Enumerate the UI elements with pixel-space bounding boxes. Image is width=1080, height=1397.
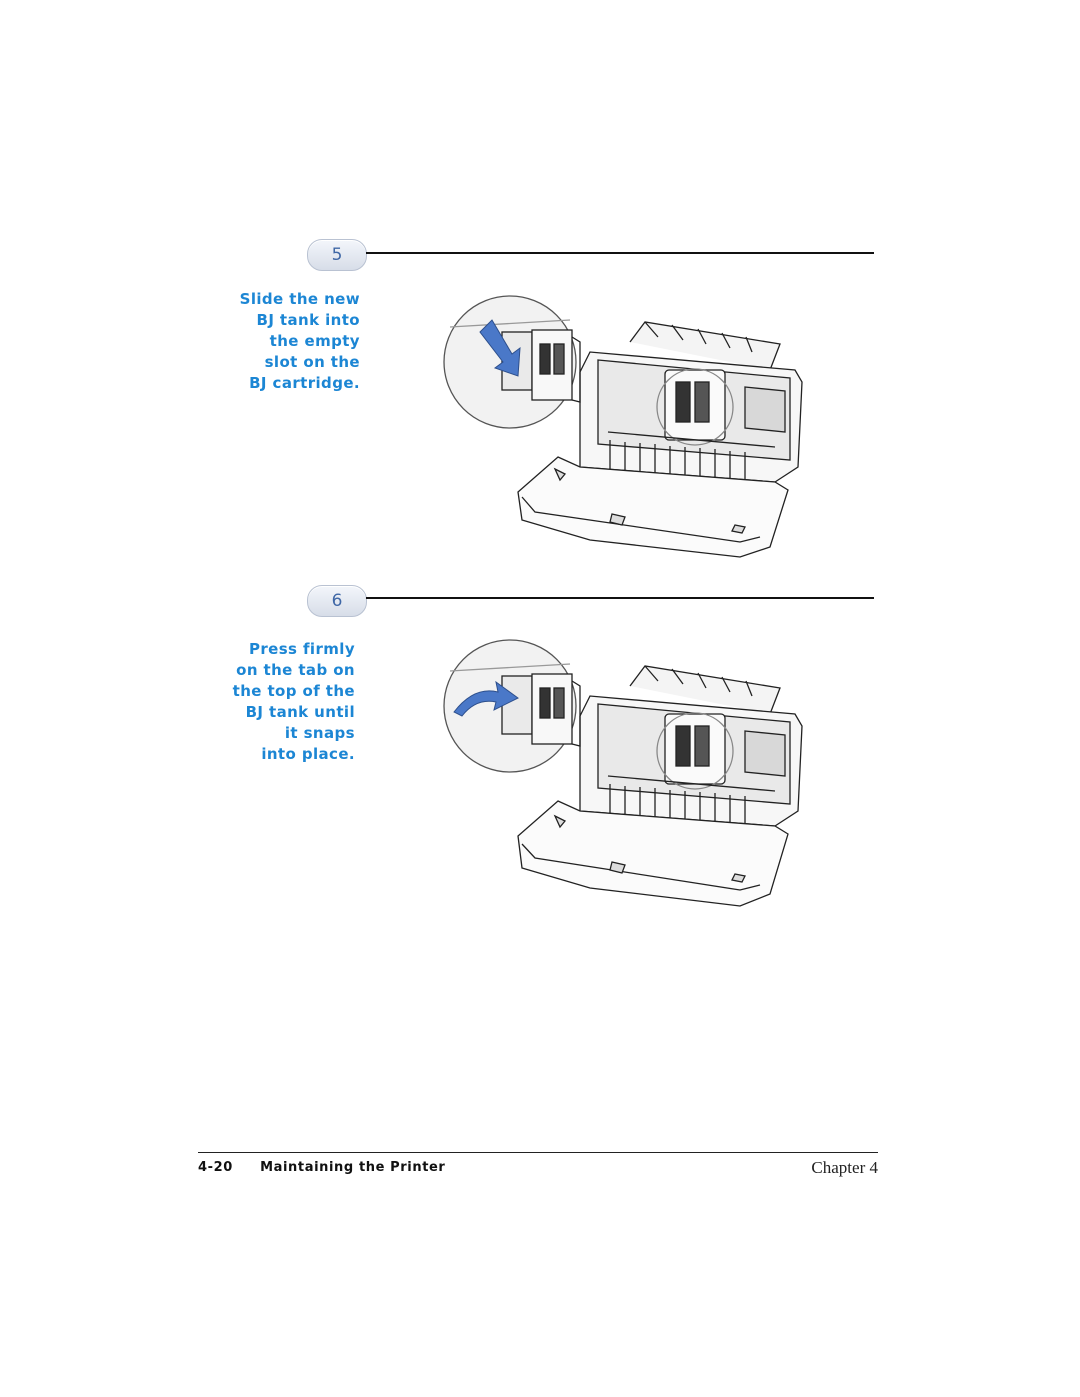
instruction-line: it snaps xyxy=(284,724,355,742)
step-number-badge: 6 xyxy=(307,585,367,617)
instruction-line: Slide the new xyxy=(239,290,360,308)
footer-rule xyxy=(198,1152,878,1153)
instruction-line: on the tab on xyxy=(236,661,355,679)
footer-running-head: 4-20 Maintaining the Printer xyxy=(198,1160,445,1175)
printer-illustration-snap-tank xyxy=(443,639,803,907)
instruction-line: the top of the xyxy=(232,682,355,700)
step-divider-rule xyxy=(366,252,874,254)
instruction-line: BJ tank until xyxy=(245,703,355,721)
instruction-line: the empty xyxy=(269,332,360,350)
printer-illustration-insert-tank xyxy=(443,295,803,558)
step-instruction: Press firmly on the tab on the top of th… xyxy=(233,639,355,765)
instruction-line: into place. xyxy=(261,745,355,763)
section-title: Maintaining the Printer xyxy=(260,1160,446,1175)
chapter-label: Chapter 4 xyxy=(811,1158,878,1177)
instruction-line: BJ tank into xyxy=(256,311,360,329)
page-number: 4-20 xyxy=(198,1160,233,1175)
instruction-line: slot on the xyxy=(264,353,360,371)
step-number-badge: 5 xyxy=(307,239,367,271)
step-divider-rule xyxy=(366,597,874,599)
step-instruction: Slide the new BJ tank into the empty slo… xyxy=(240,289,360,394)
instruction-line: BJ cartridge. xyxy=(249,374,360,392)
instruction-line: Press firmly xyxy=(248,640,355,658)
